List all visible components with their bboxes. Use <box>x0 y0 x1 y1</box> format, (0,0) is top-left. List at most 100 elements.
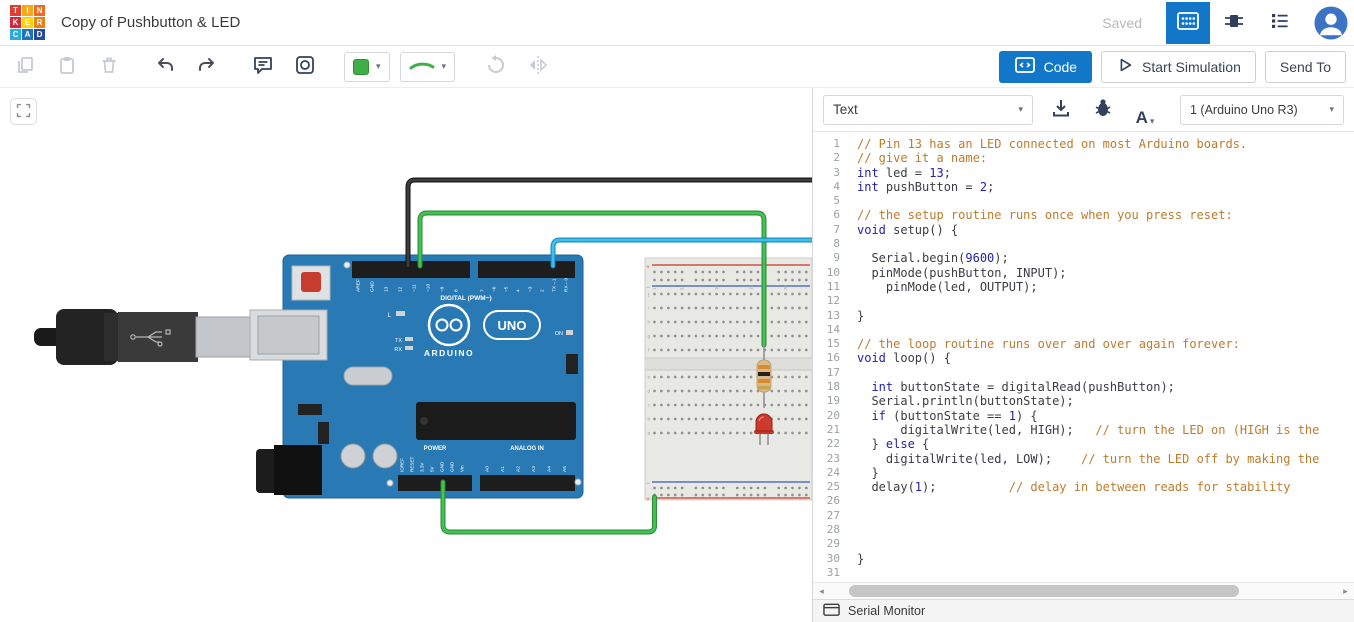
line-number: 9 <box>833 251 840 265</box>
save-status: Saved <box>1102 14 1142 31</box>
capacitor <box>340 443 366 469</box>
code-line: 11 pinMode(led, OUTPUT); <box>813 280 1354 294</box>
copy-button[interactable] <box>8 51 42 83</box>
logo-tile: N <box>34 5 45 16</box>
line-number: 17 <box>826 365 840 379</box>
pin-label: GND <box>450 461 455 472</box>
scrollbar-thumb[interactable] <box>849 585 1239 597</box>
code-line: 20 if (buttonState == 1) { <box>813 409 1354 423</box>
code-line: 30} <box>813 552 1354 566</box>
arduino-uno[interactable]: UNO ARDUINO DIGITAL (PWM~) POWER ANALOG … <box>249 254 584 499</box>
document-title[interactable]: Copy of Pushbutton & LED <box>61 14 241 31</box>
analog-label: ANALOG IN <box>510 446 544 452</box>
debugger-button[interactable] <box>1087 94 1119 126</box>
breadboard-icon <box>1175 9 1201 36</box>
capacitor <box>372 443 398 469</box>
code-line-text: // the loop routine runs over and over a… <box>857 337 1240 352</box>
mirror-button[interactable] <box>521 51 555 83</box>
bb-row-letter: h <box>648 320 651 325</box>
pin-label: ~10 <box>426 284 432 292</box>
line-number: 10 <box>826 265 840 279</box>
bb-row-letter: c <box>648 403 651 408</box>
wire-cyan[interactable] <box>551 238 812 268</box>
code-line: 9 Serial.begin(9600); <box>813 251 1354 265</box>
code-line-text <box>849 509 857 523</box>
code-line-text: // the setup routine runs once when you … <box>857 208 1233 223</box>
circuit-view-button[interactable] <box>1166 1 1210 44</box>
redo-icon <box>196 54 218 79</box>
code-line: 6 // the setup routine runs once when you… <box>813 208 1354 222</box>
horizontal-scrollbar[interactable]: ◂ ▸ <box>813 582 1354 599</box>
bb-row-letter: j <box>647 292 649 297</box>
bb-col-number: 1 <box>652 287 657 290</box>
start-simulation-button[interactable]: Start Simulation <box>1101 50 1256 83</box>
code-line-text: pinMode(led, OUTPUT); <box>857 279 1038 294</box>
download-code-button[interactable] <box>1045 94 1077 126</box>
wire-green[interactable] <box>418 211 766 347</box>
wire-green[interactable] <box>441 480 656 534</box>
code-toggle-button[interactable]: Code <box>998 50 1093 83</box>
rx-label: RX <box>394 347 402 353</box>
code-line: 14 <box>813 323 1354 337</box>
atmega-chip <box>416 402 576 440</box>
line-number: 11 <box>826 279 840 293</box>
line-number: 21 <box>826 422 840 436</box>
code-icon <box>1014 54 1036 79</box>
code-line-text: Serial.println(buttonState); <box>857 394 1074 409</box>
line-number: 4 <box>833 179 840 193</box>
undo-button[interactable] <box>148 51 182 83</box>
line-number: 6 <box>833 208 840 222</box>
code-line: 24 } <box>813 466 1354 480</box>
redo-button[interactable] <box>190 51 224 83</box>
line-number: 13 <box>826 308 840 322</box>
usb-cable[interactable] <box>34 309 253 365</box>
code-line: 8 <box>813 237 1354 251</box>
zoom-to-fit-button[interactable] <box>10 98 37 125</box>
copy-icon <box>15 55 35 78</box>
minus-label: − <box>646 481 650 487</box>
circuit-canvas[interactable]: UNO ARDUINO DIGITAL (PWM~) POWER ANALOG … <box>0 88 812 622</box>
font-size-icon: A <box>1135 107 1148 127</box>
resistor[interactable] <box>756 343 772 408</box>
code-line-text: } <box>857 465 879 480</box>
notes-button[interactable] <box>246 51 280 83</box>
scrollbar-track[interactable] <box>830 583 1337 599</box>
delete-button[interactable] <box>92 51 126 83</box>
digital-header-left <box>352 261 470 278</box>
code-line-text: // give it a name: <box>857 151 988 166</box>
profile-avatar[interactable] <box>1314 5 1348 40</box>
pin-label: AREF <box>356 279 362 292</box>
led[interactable] <box>754 413 774 445</box>
component-list-button[interactable] <box>1258 2 1302 44</box>
pin-label: ~11 <box>412 284 418 292</box>
mirror-icon <box>527 54 549 79</box>
toolbar-right: Code Start Simulation Send To <box>998 50 1346 83</box>
code-line-text: } else { <box>857 437 930 452</box>
scroll-right-button[interactable]: ▸ <box>1337 583 1354 599</box>
circuit-workspace[interactable]: UNO ARDUINO DIGITAL (PWM~) POWER ANALOG … <box>0 88 812 622</box>
wire-style-icon <box>409 59 435 74</box>
code-editor[interactable]: 1// Pin 13 has an LED connected on most … <box>813 132 1354 582</box>
bb-row-letter: a <box>648 431 651 436</box>
code-line: 26 <box>813 494 1354 508</box>
code-mode-select[interactable]: Text ▾ <box>823 94 1033 125</box>
component-color-select[interactable]: ▾ <box>344 51 390 82</box>
wire-black[interactable] <box>406 178 812 268</box>
code-line: 10 pinMode(pushButton, INPUT); <box>813 266 1354 280</box>
inspect-button[interactable] <box>288 51 322 83</box>
wire-style-select[interactable]: ▾ <box>399 51 456 82</box>
paste-button[interactable] <box>50 51 84 83</box>
schematic-view-button[interactable] <box>1212 2 1256 44</box>
board-select[interactable]: 1 (Arduino Uno R3) ▾ <box>1180 94 1344 125</box>
serial-monitor-toggle[interactable]: Serial Monitor <box>813 599 1354 622</box>
scroll-left-button[interactable]: ◂ <box>813 583 830 599</box>
line-number: 5 <box>833 194 840 208</box>
rotate-button[interactable] <box>479 51 513 83</box>
send-to-button[interactable]: Send To <box>1264 50 1346 83</box>
font-size-button[interactable]: A ▾ <box>1129 94 1161 126</box>
digital-header-right <box>478 261 575 278</box>
